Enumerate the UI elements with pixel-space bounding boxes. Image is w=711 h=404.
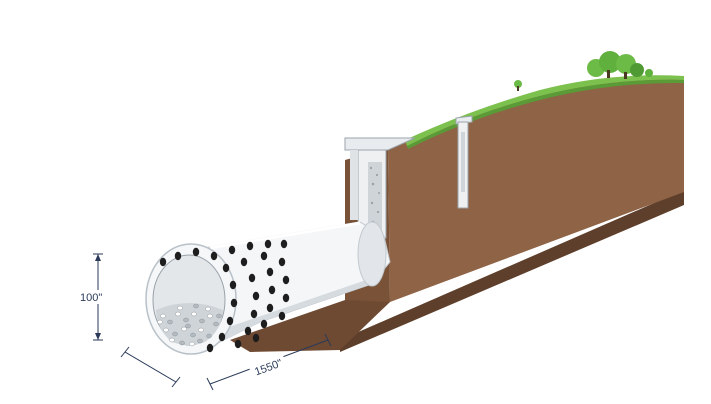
height-arrow-bottom bbox=[95, 333, 101, 340]
width-tick-right bbox=[171, 376, 181, 388]
gravel-stone bbox=[205, 306, 211, 312]
tree-icon bbox=[645, 69, 653, 77]
pipe-hole bbox=[206, 343, 214, 353]
pipe-hole bbox=[266, 267, 274, 277]
gravel-stone bbox=[181, 326, 187, 332]
pipe-hole bbox=[260, 251, 268, 261]
pipe-hole bbox=[230, 298, 238, 308]
gravel-stone bbox=[157, 319, 163, 325]
pipe-hole bbox=[250, 309, 258, 319]
pipe-hole bbox=[260, 319, 268, 329]
pipe-hole bbox=[248, 273, 256, 283]
gravel-stone bbox=[172, 331, 178, 337]
gravel-stone bbox=[179, 340, 185, 346]
gravel-stone bbox=[193, 303, 199, 309]
pipe-perforations bbox=[159, 239, 290, 353]
wall-inner-face bbox=[350, 150, 358, 220]
soil-front-face bbox=[388, 78, 684, 302]
gravel-stone bbox=[185, 323, 191, 329]
dimension-width bbox=[120, 346, 181, 388]
pipe-hole bbox=[246, 241, 254, 251]
pipe-hole bbox=[159, 257, 167, 267]
trees bbox=[514, 51, 653, 91]
gravel-stone bbox=[175, 311, 181, 317]
pipe-hole bbox=[226, 316, 234, 326]
pipe-hole bbox=[282, 275, 290, 285]
pipe-hole bbox=[210, 251, 218, 261]
grass-strip bbox=[405, 75, 684, 146]
concrete-post bbox=[455, 115, 473, 209]
wall-gravel-fill bbox=[368, 162, 382, 234]
pipe-hole bbox=[268, 285, 276, 295]
pipe-hole bbox=[252, 291, 260, 301]
gravel-stone bbox=[199, 318, 205, 324]
length-tick-right bbox=[324, 333, 332, 347]
gravel-stone bbox=[198, 327, 204, 333]
width-dimension-line bbox=[124, 351, 177, 383]
tree-icon bbox=[587, 51, 644, 79]
pipe-shadow bbox=[205, 278, 372, 350]
pipe-hole bbox=[280, 239, 288, 249]
post-gravel bbox=[461, 132, 465, 192]
wall-cap-top bbox=[344, 137, 416, 151]
length-tick-left bbox=[206, 377, 214, 391]
gravel-stone bbox=[190, 332, 196, 338]
pipe-hole bbox=[218, 332, 226, 342]
pipe-hole bbox=[222, 263, 230, 273]
gravel-stone bbox=[167, 319, 173, 325]
gravel-stone bbox=[183, 317, 189, 323]
pipe-hole bbox=[234, 339, 242, 349]
height-dimension-label: 100" bbox=[80, 292, 102, 304]
length-dimension-label: 1550" bbox=[253, 357, 284, 378]
soil-under-pipe bbox=[230, 300, 390, 352]
pipe-hole bbox=[244, 326, 252, 336]
gravel-stone bbox=[207, 313, 213, 319]
gravel-stone bbox=[163, 327, 169, 333]
perforated-drain-pipe-icon bbox=[145, 221, 391, 355]
grass-surface bbox=[405, 75, 684, 149]
pipe-hole bbox=[278, 257, 286, 267]
pipe-hole bbox=[229, 280, 237, 290]
dimension-height: 100" bbox=[78, 253, 110, 341]
gravel-stone bbox=[191, 311, 197, 317]
gravel-stone bbox=[213, 321, 219, 327]
gravel-stone bbox=[189, 341, 195, 347]
tree-icon bbox=[514, 80, 522, 91]
concrete-retaining-wall bbox=[344, 137, 416, 239]
gravel-stone bbox=[169, 337, 175, 343]
gravel-stone bbox=[206, 333, 212, 339]
pipe-hole bbox=[228, 245, 236, 255]
pipe-hole bbox=[174, 251, 182, 261]
gravel-stone bbox=[160, 313, 166, 319]
height-arrow-top bbox=[95, 254, 101, 261]
pipe-far-end bbox=[357, 221, 387, 287]
width-tick-left bbox=[120, 346, 130, 358]
pipe-hole bbox=[264, 239, 272, 249]
gravel-stone bbox=[177, 305, 183, 311]
pipe-hole bbox=[240, 257, 248, 267]
pipe-hole bbox=[266, 303, 274, 313]
pipe-highlight bbox=[209, 221, 361, 250]
pipe-hole bbox=[252, 333, 260, 343]
gravel-stone bbox=[216, 313, 222, 319]
pipe-gravel-stones bbox=[157, 303, 222, 347]
pipe-hole bbox=[192, 247, 200, 257]
pipe-hole bbox=[282, 293, 290, 303]
gravel-stone bbox=[197, 338, 203, 344]
pipe-hole bbox=[278, 311, 286, 321]
soil-bottom-face bbox=[340, 190, 684, 352]
